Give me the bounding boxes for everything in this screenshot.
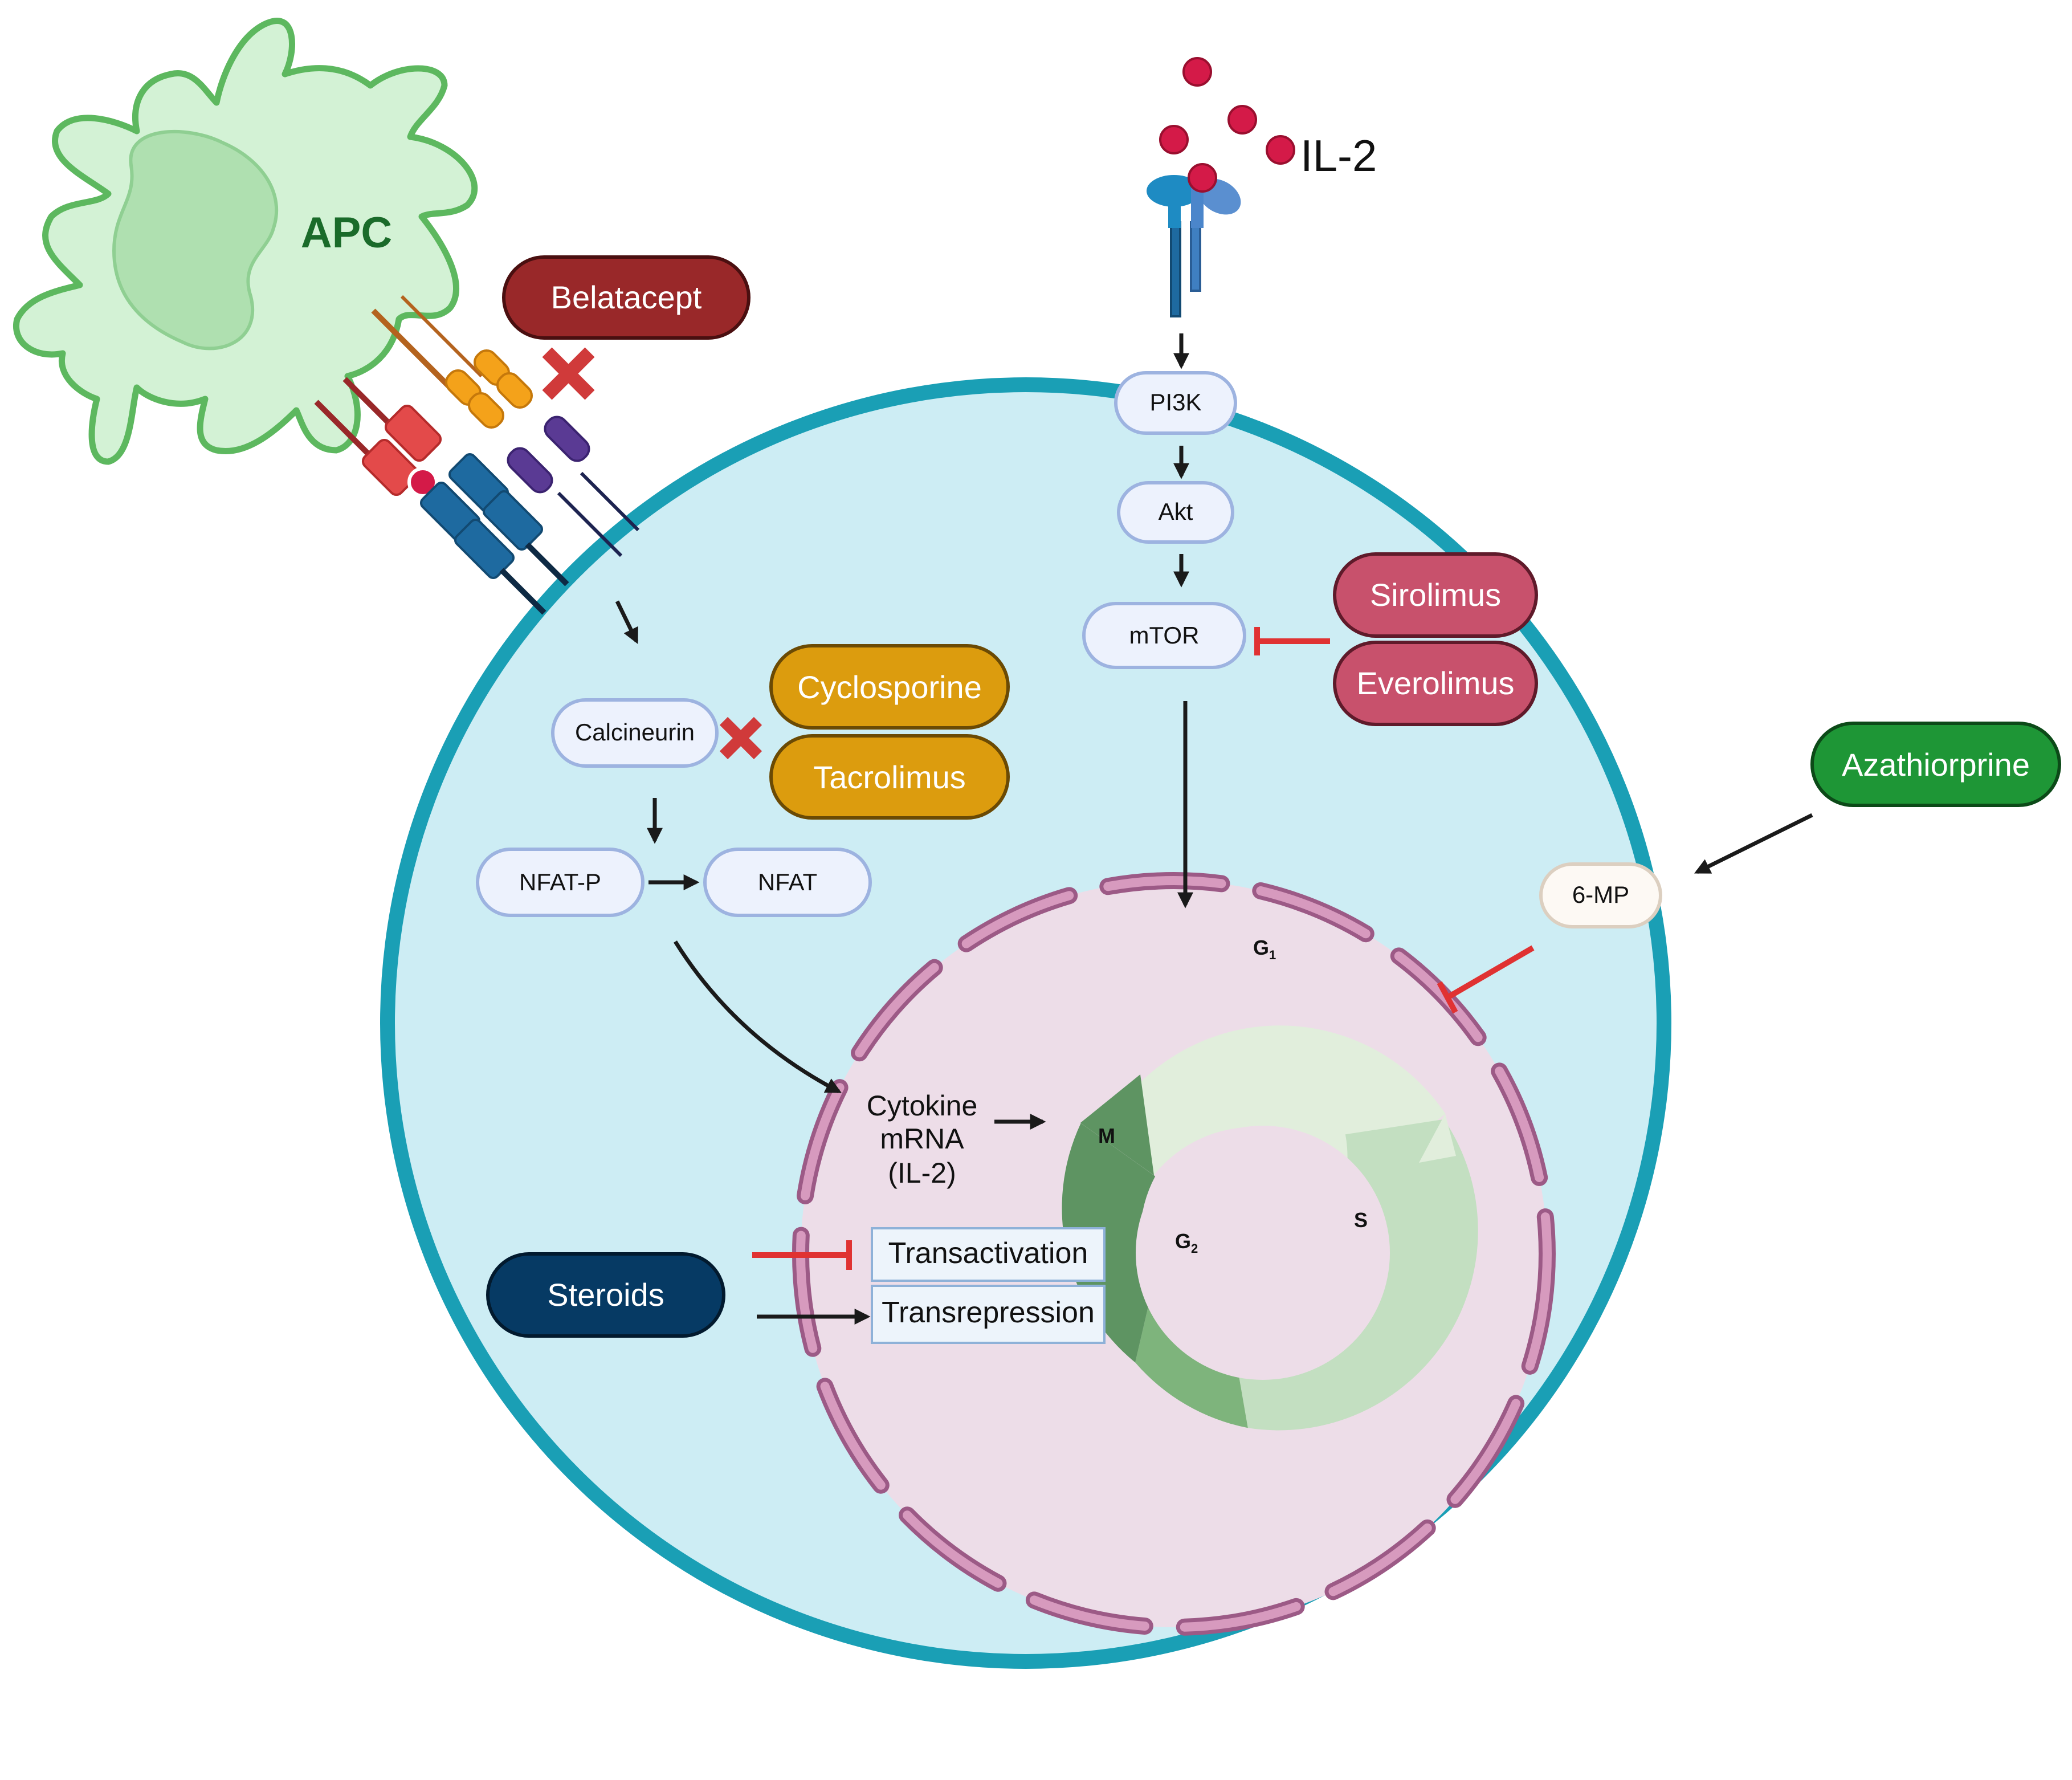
cell-cycle-arrow-tip (1080, 1074, 1154, 1175)
svg-text:Transactivation: Transactivation (888, 1237, 1088, 1270)
synapse-arrow (615, 600, 639, 645)
svg-text:Calcineurin: Calcineurin (575, 719, 695, 746)
6mp-inhibition-line (1446, 945, 1535, 1000)
svg-text:(IL-2): (IL-2) (888, 1157, 956, 1189)
azathioprine-pill: Azathiorprine (1810, 722, 2061, 807)
drug-labels: Belatacept Cyclosporine Tacrolimus Sirol… (486, 255, 2061, 1338)
6mp-inhibition-bar (1437, 981, 1458, 1014)
nfat-p-node: NFAT-P (476, 848, 645, 917)
activation-arrows (615, 333, 1813, 1325)
g2-label: G2 (1175, 1229, 1198, 1256)
azathioprine-to-6mp-arrow (1694, 813, 1813, 874)
svg-text:Sirolimus: Sirolimus (1370, 577, 1501, 613)
svg-text:mRNA: mRNA (880, 1123, 964, 1155)
svg-text:mTOR: mTOR (1129, 622, 1200, 649)
tacrolimus-pill: Tacrolimus (769, 734, 1010, 820)
cd80-86-ligand (444, 349, 533, 429)
m-label: M (1098, 1124, 1115, 1147)
g1-label: G1 (1253, 936, 1276, 962)
svg-text:Tacrolimus: Tacrolimus (813, 759, 966, 795)
antigen-peptide (407, 467, 438, 498)
belatacept-pill: Belatacept (502, 255, 751, 340)
svg-text:Cytokine: Cytokine (867, 1090, 978, 1122)
svg-text:Belatacept: Belatacept (551, 279, 702, 315)
sirolimus-pill: Sirolimus (1333, 552, 1538, 638)
nfat-to-cytokine-arrow (674, 940, 842, 1094)
svg-text:6-MP: 6-MP (1572, 881, 1629, 908)
cell-cycle-arrow-tip (1419, 1114, 1456, 1163)
svg-text:PI3K: PI3K (1149, 389, 1201, 416)
il2-molecule (1182, 57, 1212, 87)
svg-text:Azathiorprine: Azathiorprine (1842, 747, 2030, 783)
transrepression-box: Transrepression (871, 1285, 1106, 1344)
il2-molecules (1159, 57, 1295, 193)
cell-cycle-m-segment (1062, 1123, 1156, 1363)
il2-label: IL-2 (1300, 131, 1377, 181)
mtor-node: mTOR (1082, 602, 1246, 669)
nfat-node: NFAT (703, 848, 872, 917)
pathway-nodes: PI3K Akt mTOR Calcineurin NFAT-P NFAT 6-… (476, 371, 1662, 928)
six-mp-node: 6-MP (1539, 862, 1662, 928)
svg-text:Steroids: Steroids (547, 1277, 664, 1313)
s-label: S (1354, 1208, 1368, 1232)
svg-text:NFAT-P: NFAT-P (519, 869, 601, 895)
calcineurin-node: Calcineurin (551, 698, 719, 768)
svg-text:Cyclosporine: Cyclosporine (797, 669, 982, 705)
il2-molecule (1159, 125, 1189, 154)
cell-cycle: G1 S G2 M (1062, 936, 1478, 1431)
apc-cell: APC (13, 18, 478, 465)
cd28-receptor (507, 416, 590, 494)
cyclosporine-pill: Cyclosporine (769, 644, 1010, 730)
il2-molecule (1227, 105, 1257, 135)
mhc-molecule (361, 404, 442, 496)
steroids-pill: Steroids (486, 1252, 725, 1338)
svg-text:Everolimus: Everolimus (1357, 665, 1515, 701)
calcineurin-block-x-icon (719, 716, 762, 760)
apc-label: APC (301, 209, 392, 257)
apc-nucleus (112, 130, 279, 351)
belatacept-block-x-icon (542, 347, 595, 400)
costimulation-receptors (314, 295, 640, 615)
transactivation-box: Transactivation (871, 1227, 1106, 1282)
cell-cycle-center (1136, 1126, 1390, 1380)
svg-text:NFAT: NFAT (758, 869, 817, 895)
cytokine-mrna-label: Cytokine mRNA (IL-2) (867, 1090, 978, 1189)
tcr-receptor (419, 453, 544, 580)
svg-text:Transrepression: Transrepression (882, 1296, 1095, 1329)
pi3k-node: PI3K (1114, 371, 1237, 435)
il2-molecule (1188, 163, 1217, 193)
inhibition-lines (752, 627, 1535, 1270)
everolimus-pill: Everolimus (1333, 641, 1538, 726)
il2-molecule (1266, 135, 1295, 165)
il2-receptor (1147, 175, 1241, 317)
svg-text:Akt: Akt (1159, 498, 1193, 525)
akt-node: Akt (1117, 481, 1234, 544)
